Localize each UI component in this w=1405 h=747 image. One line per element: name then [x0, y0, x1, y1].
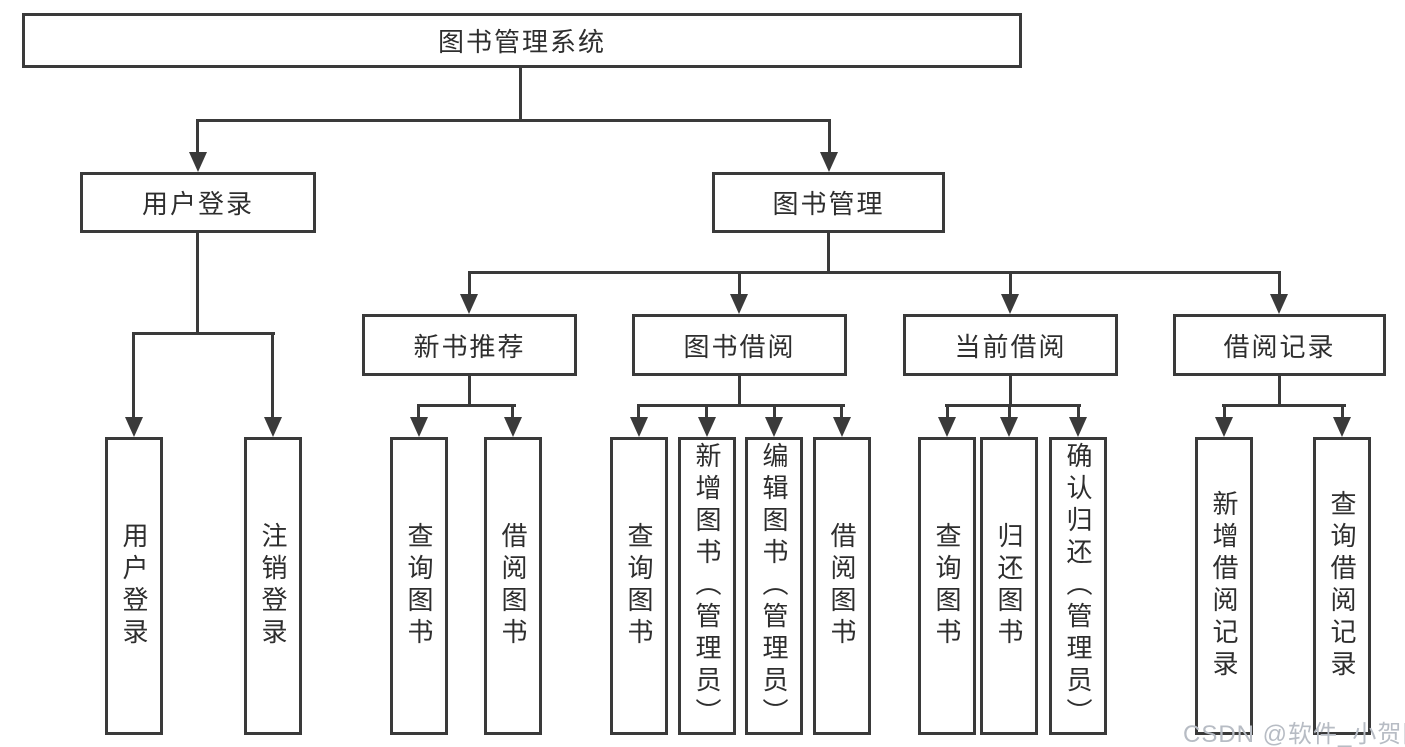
leaf-label: 借阅图书 [498, 522, 528, 650]
leaf-label: 用户登录 [119, 522, 149, 650]
connector-segment [417, 404, 516, 407]
connector-segment [132, 332, 135, 418]
leaf-label: 查询借阅记录 [1327, 490, 1357, 682]
leaf-logout: 注销登录 [244, 437, 302, 735]
connector-segment [132, 332, 275, 335]
connector-segment [468, 271, 1281, 274]
leaf-label: 编辑图书（管理员） [759, 442, 789, 730]
leaf-confirm-return-admin: 确认归还（管理员） [1049, 437, 1107, 735]
arrowhead [630, 417, 648, 437]
connector-segment [468, 271, 471, 296]
connector-segment [519, 68, 522, 122]
leaf-label: 借阅图书 [827, 522, 857, 650]
connector-segment [196, 119, 199, 154]
node-label: 图书借阅 [683, 331, 796, 362]
connector-segment [271, 332, 274, 418]
connector-segment [1341, 404, 1344, 418]
arrowhead [833, 417, 851, 437]
leaf-label: 新增图书（管理员） [692, 442, 722, 730]
arrowhead [1001, 294, 1019, 314]
connector-segment [1009, 271, 1012, 296]
node-label: 图书管理 [772, 189, 885, 219]
node-new-book-recommendation: 新书推荐 [362, 314, 577, 376]
node-root: 图书管理系统 [22, 13, 1022, 68]
arrowhead [1000, 417, 1018, 437]
connector-segment [827, 233, 830, 274]
node-label: 新书推荐 [413, 331, 526, 362]
connector-segment [945, 404, 1081, 407]
leaf-return-books: 归还图书 [980, 437, 1038, 735]
leaf-label: 查询图书 [624, 522, 654, 650]
node-label: 借阅记录 [1223, 331, 1336, 362]
leaf-query-books-borrowing: 查询图书 [610, 437, 668, 735]
leaf-label: 注销登录 [258, 522, 288, 650]
connector-segment [738, 376, 741, 407]
connector-segment [196, 233, 199, 334]
arrowhead [938, 417, 956, 437]
connector-segment [1077, 404, 1080, 418]
arrowhead [1333, 417, 1351, 437]
connector-segment [1009, 376, 1012, 407]
connector-segment [1278, 271, 1281, 296]
leaf-user-login: 用户登录 [105, 437, 163, 735]
leaf-borrow-books: 借阅图书 [813, 437, 871, 735]
arrowhead [730, 294, 748, 314]
arrowhead [410, 417, 428, 437]
connector-segment [637, 404, 845, 407]
connector-segment [1278, 376, 1281, 407]
connector-segment [468, 376, 471, 407]
leaf-label: 确认归还（管理员） [1063, 442, 1093, 730]
arrowhead [189, 152, 207, 172]
leaf-label: 查询图书 [932, 522, 962, 650]
connector-segment [637, 404, 640, 418]
connector-segment [738, 271, 741, 296]
leaf-borrow-books-recommend: 借阅图书 [484, 437, 542, 735]
connector-segment [1223, 404, 1226, 418]
arrowhead [264, 417, 282, 437]
arrowhead [1270, 294, 1288, 314]
connector-segment [1008, 404, 1011, 418]
arrowhead [504, 417, 522, 437]
connector-segment [1222, 404, 1346, 407]
arrowhead [698, 417, 716, 437]
arrowhead [1069, 417, 1087, 437]
node-label: 当前借阅 [954, 331, 1067, 362]
node-label: 用户登录 [141, 189, 254, 219]
leaf-query-books-current: 查询图书 [918, 437, 976, 735]
node-current-borrowing: 当前借阅 [903, 314, 1118, 376]
connector-segment [511, 404, 514, 418]
arrowhead [765, 417, 783, 437]
arrowhead [125, 417, 143, 437]
arrowhead [1215, 417, 1233, 437]
leaf-label: 新增借阅记录 [1209, 490, 1239, 682]
node-book-borrowing: 图书借阅 [632, 314, 847, 376]
leaf-query-books-recommend: 查询图书 [390, 437, 448, 735]
leaf-add-borrow-record: 新增借阅记录 [1195, 437, 1253, 735]
leaf-edit-books-admin: 编辑图书（管理员） [745, 437, 803, 735]
node-root-label: 图书管理系统 [437, 27, 606, 57]
csdn-watermark: CSDN @软件_小贺同学 [1183, 721, 1405, 747]
node-book-management: 图书管理 [712, 172, 945, 233]
leaf-query-borrow-record: 查询借阅记录 [1313, 437, 1371, 735]
arrowhead [460, 294, 478, 314]
node-borrowing-records: 借阅记录 [1173, 314, 1386, 376]
node-user-login: 用户登录 [80, 172, 316, 233]
connector-segment [840, 404, 843, 418]
connector-segment [196, 119, 831, 122]
connector-segment [705, 404, 708, 418]
arrowhead [820, 152, 838, 172]
leaf-label: 查询图书 [404, 522, 434, 650]
connector-segment [417, 404, 420, 418]
connector-segment [946, 404, 949, 418]
leaf-label: 归还图书 [994, 522, 1024, 650]
connector-segment [773, 404, 776, 418]
connector-segment [828, 119, 831, 154]
leaf-add-books-admin: 新增图书（管理员） [678, 437, 736, 735]
